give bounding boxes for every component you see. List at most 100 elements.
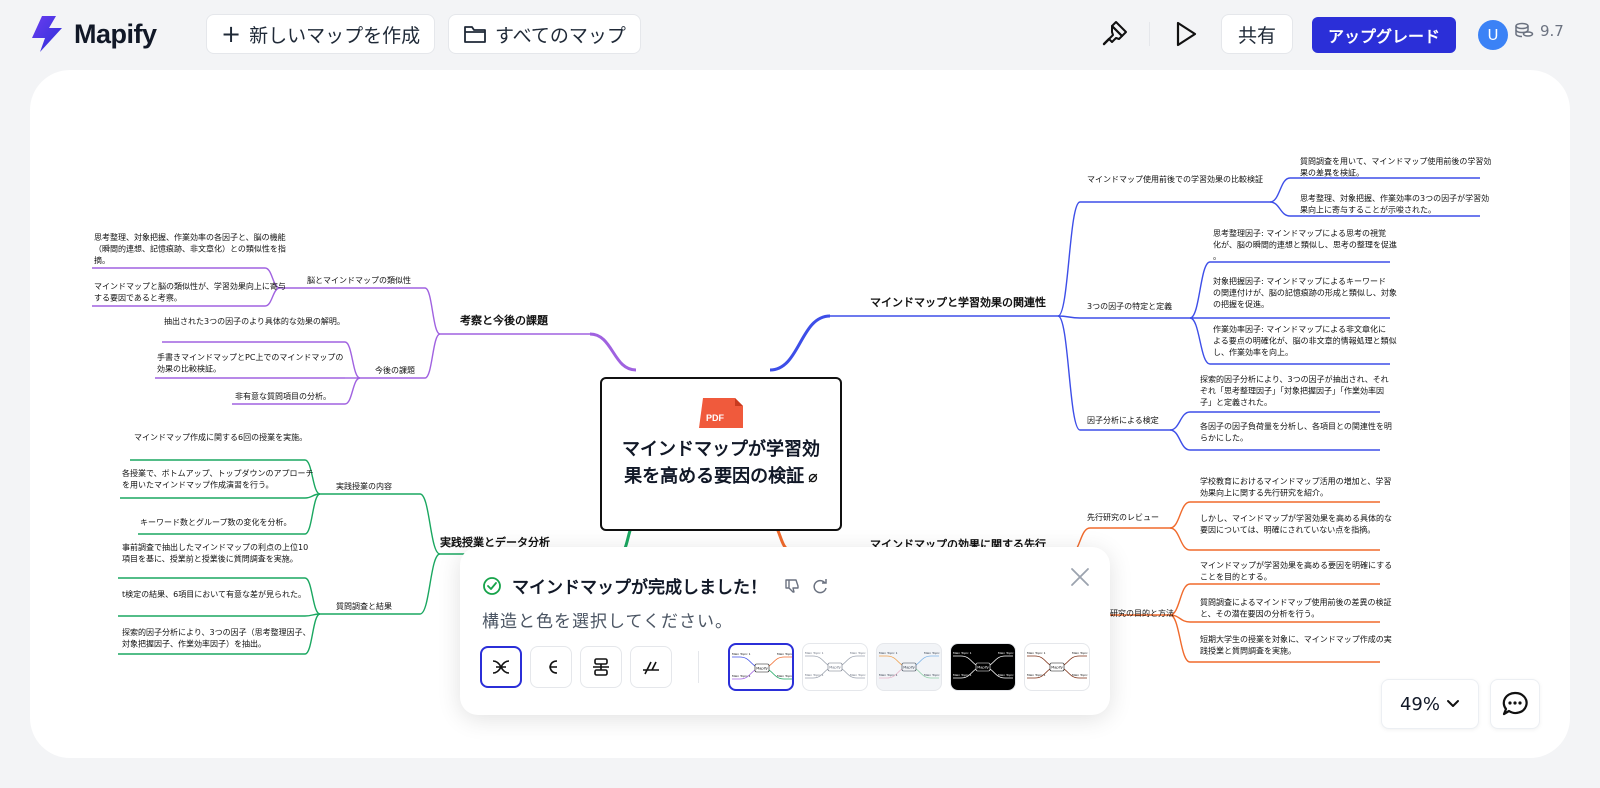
thumb-topic-label: Main Topic 1 <box>924 673 941 677</box>
branch-b3[interactable]: 考察と今後の課題 <box>460 313 549 327</box>
thumb-center-label: Mapify <box>756 667 768 671</box>
share-button[interactable]: 共有 <box>1221 14 1293 54</box>
leaf-l10[interactable]: マインドマップが学習効果を高める要因を明確にすることを目的とする。 <box>1200 560 1392 582</box>
layout-both-sides-button[interactable] <box>480 646 522 688</box>
leaf-l19[interactable]: 各授業で、ボトムアップ、トップダウンのアプローチを用いたマインドマップ作成演習を… <box>122 468 313 490</box>
sub-b1s2[interactable]: 3つの因子の特定と定義 <box>1087 301 1172 311</box>
thumb-topic-label: Main Topic 1 <box>1027 673 1046 677</box>
all-maps-button[interactable]: すべてのマップ <box>448 14 641 54</box>
leaf-l13[interactable]: 思考整理、対象把握、作業効率の各因子と、脳の機能（瞬間的連想、記憶痕跡、非文章化… <box>94 232 286 265</box>
chat-bubble-icon <box>1502 691 1528 716</box>
root-node[interactable]: PDF マインドマップが学習効果を高める要因の検証⌀ <box>600 377 842 531</box>
close-icon[interactable] <box>1068 565 1092 589</box>
sub-b2s2[interactable]: 研究の目的と方法 <box>1110 608 1174 618</box>
thumb-topic-label: Main Topic 1 <box>805 651 824 655</box>
folder-icon <box>464 26 486 43</box>
theme-classic-thumbnail[interactable]: Main Topic 1 Main Topic 1 Main Topic 1 Main… <box>728 643 794 691</box>
leaf-l11[interactable]: 質問調査によるマインドマップ使用前後の差異の検証と、その潜在要因の分析を行う。 <box>1200 597 1391 619</box>
coins-icon <box>1515 22 1534 38</box>
pdf-icon-label: PDF <box>706 413 725 423</box>
sub-b2s1[interactable]: 先行研究のレビュー <box>1087 512 1159 522</box>
thumb-center-label: Mapify <box>829 666 841 670</box>
leaf-l8[interactable]: 学校教育におけるマインドマップ活用の増加と、学習効果向上に関する先行研究を紹介。 <box>1200 476 1391 498</box>
leaf-l17[interactable]: 非有意な質問項目の分析。 <box>235 391 331 401</box>
upgrade-button[interactable]: アップグレード <box>1312 17 1456 53</box>
play-icon <box>1176 21 1197 47</box>
thumb-topic-label: Main Topic 1 <box>924 651 941 655</box>
thumb-topic-label: Main Topic 1 <box>732 652 751 656</box>
top-bar: Mapify + 新しいマップを作成 すべてのマップ 共有 アップグレード U <box>0 0 1600 68</box>
thumb-topic-label: Main Topic 1 <box>998 651 1015 655</box>
thumb-topic-label: Main Topic 1 <box>1072 673 1089 677</box>
all-maps-label: すべてのマップ <box>495 24 626 47</box>
leaf-l4[interactable]: 対象把握因子: マインドマップによるキーワードの関連付けが、脳の記憶痕跡の形成と… <box>1213 276 1397 309</box>
credits-value: 9.7 <box>1540 22 1564 40</box>
leaf-l15[interactable]: 抽出された3つの因子のより具体的な効果の解明。 <box>164 316 345 326</box>
leaf-l18[interactable]: マインドマップ作成に関する6回の授業を実施。 <box>134 432 307 442</box>
leaf-l6[interactable]: 探索的因子分析により、3つの因子が抽出され、それぞれ「思考整理因子」「対象把握因… <box>1200 374 1389 407</box>
thumb-topic-label: Main Topic 1 <box>1027 651 1046 655</box>
thumb-topic-label: Main Topic 1 <box>805 673 824 677</box>
layout-right-button[interactable] <box>530 646 572 688</box>
app-logo[interactable]: Mapify <box>28 14 157 54</box>
root-title-text: マインドマップが学習効果を高める要因の検証 <box>622 439 820 487</box>
sub-b3s1[interactable]: 脳とマインドマップの類似性 <box>307 275 411 285</box>
leaf-l3[interactable]: 思考整理因子: マインドマップによる思考の視覚化が、脳の瞬間的連想と類似し、思考… <box>1213 228 1397 261</box>
zoom-control[interactable]: 49% <box>1381 679 1479 729</box>
mindmap-svg: マインドマップと学習効果の関連性 マインドマップ使用前後での学習効果の比較検証 3つ… <box>92 156 1491 663</box>
sub-b1s1[interactable]: マインドマップ使用前後での学習効果の比較検証 <box>1087 174 1263 184</box>
root-title: マインドマップが学習効果を高める要因の検証⌀ <box>616 436 826 490</box>
chat-button[interactable] <box>1490 679 1540 729</box>
sub-b4s2[interactable]: 質問調査と結果 <box>336 601 392 611</box>
theme-soft-thumbnail[interactable]: Main Topic 1 Main Topic 1 Main Topic 1 Main… <box>876 643 942 691</box>
layout-org-button[interactable] <box>580 646 622 688</box>
leaf-l2[interactable]: 思考整理、対象把握、作業効率の3つの因子が学習効果向上に寄与することが示唆された… <box>1300 193 1489 215</box>
format-button[interactable] <box>1098 18 1130 50</box>
leaf-l1[interactable]: 質問調査を用いて、マインドマップ使用前後の学習効果の差異を検証。 <box>1300 156 1491 178</box>
regenerate-icon[interactable] <box>811 577 829 595</box>
thumb-topic-label: Main Topic 1 <box>777 674 794 678</box>
layout-timeline-button[interactable] <box>630 646 672 688</box>
toolbar-divider <box>1149 22 1150 46</box>
thumb-topic-label: Main Topic 1 <box>850 673 867 677</box>
leaf-l22[interactable]: t検定の結果、6項目において有意な差が見られた。 <box>122 589 306 599</box>
thumbs-down-icon[interactable] <box>783 577 801 595</box>
sub-b1s3[interactable]: 因子分析による検定 <box>1087 415 1159 425</box>
new-map-label: 新しいマップを作成 <box>249 24 421 47</box>
popup-subtitle: 構造と色を選択してください。 <box>482 612 733 632</box>
leaf-l9[interactable]: しかし、マインドマップが学習効果を高める具体的な要因については、明確にされていな… <box>1200 513 1392 535</box>
paperclip-icon: ⌀ <box>808 467 818 486</box>
play-button[interactable] <box>1170 18 1202 50</box>
popup-title: マインドマップが完成しました！ <box>512 578 767 598</box>
thumb-topic-label: Main Topic 1 <box>879 673 898 677</box>
thumb-topic-label: Main Topic 1 <box>953 673 972 677</box>
leaf-l14[interactable]: マインドマップと脳の類似性が、学習効果向上に寄与する要因であると考察。 <box>94 281 286 303</box>
thumb-topic-label: Main Topic 1 <box>879 651 898 655</box>
sub-b3s2[interactable]: 今後の課題 <box>375 365 415 375</box>
theme-soft-preview: Main Topic 1 Main Topic 1 Main Topic 1 Main… <box>879 651 941 679</box>
sub-b4s1[interactable]: 実践授業の内容 <box>336 481 392 491</box>
pdf-file-icon: PDF <box>699 398 743 428</box>
lightning-bolt-icon <box>32 16 62 52</box>
leaf-l5[interactable]: 作業効率因子: マインドマップによる非文章化による要点の明確化が、脳の非文章的情… <box>1213 324 1397 357</box>
leaf-l23[interactable]: 探索的因子分析により、3つの因子（思考整理因子、対象把握因子、作業効率因子）を抽… <box>122 627 311 649</box>
mindmap-right-icon <box>549 660 558 674</box>
branch-b4[interactable]: 実践授業とデータ分析 <box>440 535 550 549</box>
avatar[interactable]: U <box>1478 20 1508 50</box>
thumb-topic-label: Main Topic 1 <box>732 674 751 678</box>
leaf-l20[interactable]: キーワード数とグループ数の変化を分析。 <box>140 517 292 527</box>
credits-display[interactable]: 9.7 <box>1514 22 1564 40</box>
new-map-button[interactable]: + 新しいマップを作成 <box>206 14 436 54</box>
leaf-l12[interactable]: 短期大学生の授業を対象に、マインドマップ作成の実践授業と質問調査を実施。 <box>1200 634 1392 656</box>
branch-b1[interactable]: マインドマップと学習効果の関連性 <box>870 295 1046 309</box>
leaf-l7[interactable]: 各因子の因子負荷量を分析し、各項目との関連性を明らかにした。 <box>1200 421 1392 443</box>
leaf-l16[interactable]: 手書きマインドマップとPC上でのマインドマップの効果の比較検証。 <box>157 352 343 374</box>
thumb-topic-label: Main Topic 1 <box>777 652 794 656</box>
theme-classic-preview: Main Topic 1 Main Topic 1 Main Topic 1 Main… <box>732 652 794 680</box>
